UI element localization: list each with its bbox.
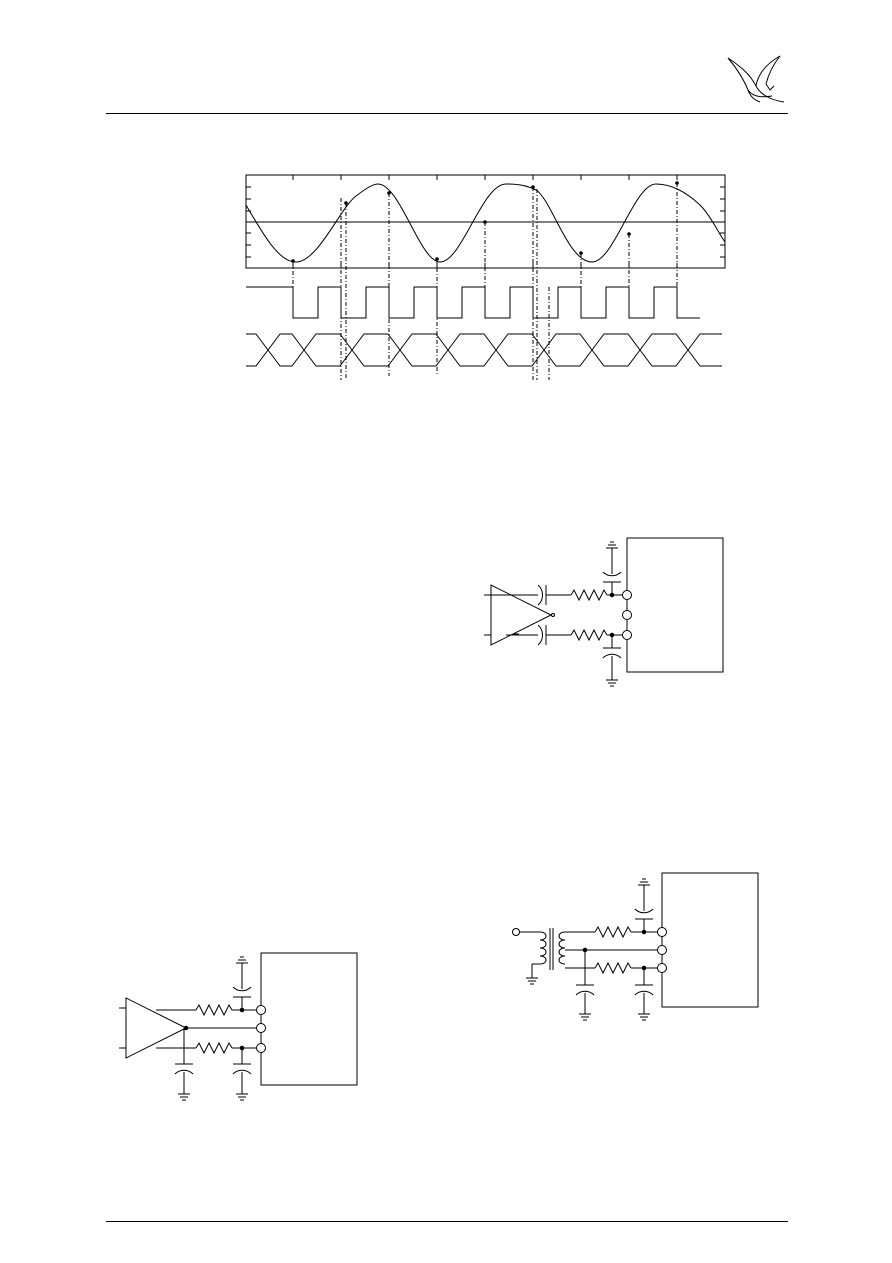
input-terminal bbox=[512, 928, 520, 936]
differential-driver bbox=[490, 584, 553, 646]
data-eye-lower bbox=[246, 333, 722, 367]
middle-branch bbox=[174, 1025, 257, 1101]
device-block bbox=[626, 537, 724, 673]
device-block bbox=[260, 952, 358, 1086]
secondary-winding bbox=[558, 931, 566, 965]
pins bbox=[622, 590, 632, 640]
pins bbox=[657, 927, 667, 973]
sample-strobe-lines bbox=[292, 183, 678, 380]
header-rule bbox=[106, 113, 788, 114]
differential-driver bbox=[125, 997, 188, 1059]
device-block bbox=[661, 872, 759, 1008]
top-branch bbox=[491, 541, 623, 606]
bottom-branch bbox=[506, 624, 623, 687]
data-eye-upper bbox=[246, 333, 722, 367]
bottom-branch bbox=[156, 1041, 257, 1101]
pins bbox=[256, 1005, 266, 1053]
primary-winding bbox=[539, 931, 547, 965]
top-branch bbox=[156, 956, 257, 1017]
sine-wave bbox=[245, 183, 726, 263]
footer-rule bbox=[106, 1221, 788, 1222]
